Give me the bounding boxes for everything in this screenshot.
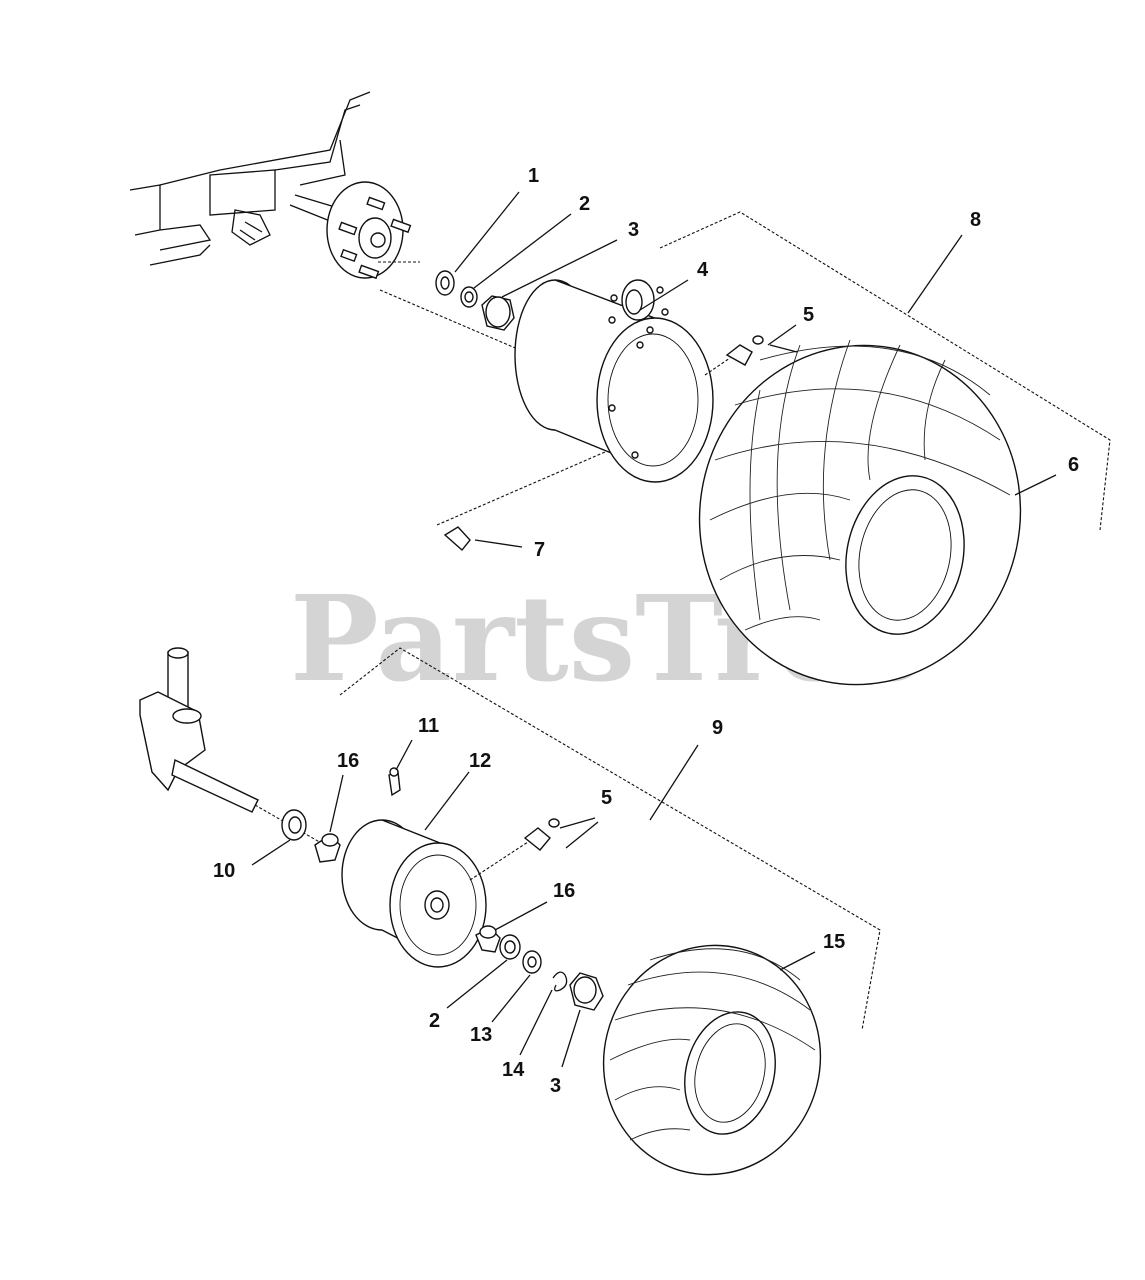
bracket-callout-8 (659, 211, 1111, 531)
bushing-part-2 (460, 286, 478, 308)
callout-3-lower: 3 (550, 1075, 561, 1097)
caster-rim-part-12 (341, 819, 487, 968)
tire-part-15 (602, 944, 822, 1176)
valve-stem-part-5-lower (469, 818, 560, 881)
callout-12: 12 (469, 750, 491, 772)
callout-14: 14 (502, 1059, 525, 1081)
valve-stem-part-5 (704, 335, 764, 376)
cap-part-3-lower (569, 972, 604, 1011)
bushing-part-16-right (475, 925, 501, 953)
valve-cap-part-7 (436, 451, 606, 552)
callout-11: 11 (418, 715, 439, 737)
callout-10: 10 (213, 860, 235, 882)
grease-fitting-part-11 (388, 767, 401, 797)
callout-4: 4 (697, 259, 709, 281)
retainer-part-13 (522, 950, 542, 974)
callout-5-lower: 5 (601, 787, 612, 809)
callout-13: 13 (470, 1024, 492, 1046)
callout-5: 5 (803, 304, 814, 326)
callout-2-lower: 2 (429, 1010, 440, 1032)
callout-1: 1 (528, 165, 539, 187)
callout-16-left: 16 (337, 750, 359, 772)
washer-part-1 (435, 270, 455, 296)
hairpin-clip-part-14 (552, 971, 568, 992)
rim-part-4 (514, 279, 714, 483)
caster-fork (139, 647, 331, 849)
bushing-part-16-left (314, 833, 341, 863)
axle-centerline-upper (378, 261, 521, 351)
leader-lines-lower (251, 739, 816, 1068)
callout-2: 2 (579, 193, 590, 215)
callout-3: 3 (628, 219, 639, 241)
cap-part-3 (481, 295, 515, 331)
callout-16-right: 16 (553, 880, 575, 902)
tractor-frame (129, 91, 371, 266)
wheel-hub (326, 181, 412, 280)
washer-part-2-lower (499, 934, 521, 960)
leader-lines-upper (454, 191, 1057, 548)
tire-part-6 (698, 339, 1022, 686)
callout-8: 8 (970, 209, 981, 231)
callout-6: 6 (1068, 454, 1079, 476)
callout-9: 9 (712, 717, 723, 739)
seal-part-10 (281, 809, 307, 841)
callout-15: 15 (823, 931, 845, 953)
callout-7: 7 (534, 539, 545, 561)
